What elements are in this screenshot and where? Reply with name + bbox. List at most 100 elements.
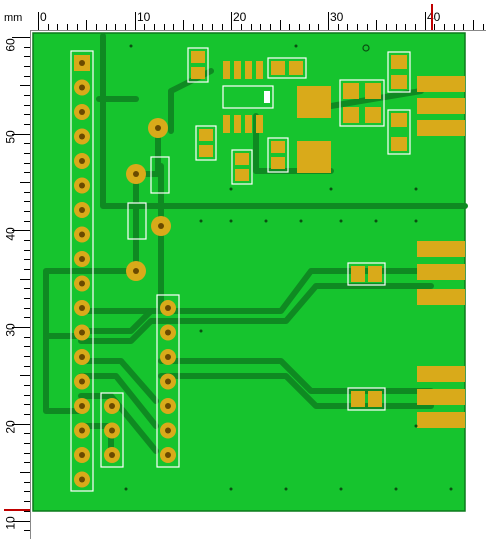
pad-edge-6	[417, 289, 465, 305]
cap-c6-b	[391, 137, 407, 151]
res-r7-b	[368, 391, 382, 407]
ruler-tick	[24, 404, 30, 406]
res-r5-b	[271, 157, 285, 169]
drill-hole-icon	[79, 354, 85, 360]
drill-hole-icon	[79, 133, 85, 140]
res-r3-b	[199, 145, 213, 157]
ruler-tick	[154, 24, 156, 30]
ruler-tick	[24, 153, 30, 155]
ruler-tick	[20, 278, 30, 280]
header-main[interactable]	[74, 55, 90, 488]
inductor-b	[297, 141, 331, 173]
trace-diag-3	[78, 393, 159, 454]
drill-hole-icon	[79, 329, 85, 336]
res-r3-a	[199, 129, 213, 141]
cap-c5-b	[391, 75, 407, 89]
ruler-tick	[96, 24, 98, 30]
header-mid-outline	[156, 294, 180, 468]
ruler-tick	[386, 24, 388, 30]
ruler-tick	[405, 24, 407, 30]
ruler-tick	[24, 452, 30, 454]
ruler-tick	[173, 24, 175, 30]
cursor-marker-vertical	[4, 509, 30, 511]
ruler-tick	[337, 24, 339, 30]
resistor-outline-2	[150, 156, 170, 194]
trace-loop-outer	[43, 268, 139, 339]
ruler-tick	[24, 56, 30, 58]
drill-hole-icon	[109, 452, 115, 458]
pad-edge-9	[417, 412, 465, 428]
connector-right-middle[interactable]	[417, 241, 465, 305]
pad-edge-7	[417, 366, 465, 382]
header-small[interactable]	[104, 398, 120, 463]
ruler-tick	[24, 66, 30, 67]
ruler-vertical[interactable]: 60 50 40 30 20 10	[0, 30, 31, 539]
ruler-tick	[24, 104, 30, 106]
ruler-tick	[453, 24, 455, 30]
cap-c6-a	[391, 113, 407, 127]
pcb-board-view[interactable]	[31, 31, 486, 539]
ruler-tick	[24, 510, 30, 512]
ruler-tick	[115, 24, 117, 30]
ruler-tick	[12, 520, 30, 522]
drill-hole-icon	[79, 378, 85, 385]
ruler-tick	[24, 336, 30, 338]
drill-hole-icon	[165, 305, 171, 311]
ruler-tick	[328, 12, 330, 30]
ruler-tick	[444, 24, 446, 30]
ruler-tick	[24, 211, 30, 213]
via-group[interactable]	[126, 118, 171, 281]
header-mid[interactable]	[160, 300, 176, 463]
ruler-tick	[231, 12, 233, 30]
ruler-tick	[241, 24, 243, 30]
ruler-tick	[24, 530, 30, 532]
ic-body-marker	[264, 91, 270, 103]
connector-right-top[interactable]	[417, 76, 465, 136]
smd-components[interactable]	[191, 51, 407, 407]
ruler-tick	[144, 24, 146, 30]
ruler-tick	[308, 24, 310, 30]
drill-hole-icon	[79, 452, 85, 458]
ruler-tick	[279, 20, 281, 30]
ruler-tick	[24, 433, 30, 435]
connector-right-bottom[interactable]	[417, 366, 465, 428]
pcb-canvas[interactable]	[31, 31, 486, 539]
drill-hole-icon	[79, 109, 85, 115]
pad-edge-8	[417, 389, 465, 405]
ruler-tick	[270, 24, 272, 30]
ruler-tick	[260, 24, 262, 30]
ruler-tick	[24, 385, 30, 387]
drill-hole-icon	[165, 452, 171, 458]
ic-pin-5	[223, 115, 230, 133]
ruler-tick	[24, 491, 30, 493]
res-r5-a	[271, 141, 285, 153]
ruler-tick	[20, 182, 30, 184]
drill-hole-icon	[79, 60, 85, 66]
header-main-outline	[70, 50, 94, 492]
ruler-tick	[250, 24, 252, 30]
ruler-tick	[24, 143, 30, 145]
cap-c3-b	[365, 83, 381, 99]
ruler-label-60: 60	[3, 38, 18, 52]
trace-connector-a2	[78, 283, 434, 344]
ruler-tick	[24, 162, 30, 164]
silkscreen-outlines	[187, 47, 411, 411]
drill-hole-icon	[109, 427, 115, 434]
pad-edge-4	[417, 241, 465, 257]
cap-c3-a	[343, 83, 359, 99]
ruler-tick	[24, 191, 30, 193]
ruler-tick	[12, 230, 30, 232]
header-small-outline	[100, 392, 124, 468]
drill-hole-icon	[109, 403, 115, 409]
ruler-horizontal[interactable]: mm 0 10 20 30 40	[0, 0, 486, 31]
ruler-tick	[434, 24, 436, 30]
ruler-tick	[463, 24, 465, 30]
ruler-tick	[20, 85, 30, 87]
cap-c1-a	[191, 51, 205, 63]
cap-c4-a	[343, 107, 359, 123]
ic-pin-4	[256, 61, 263, 79]
ruler-tick	[482, 24, 484, 30]
ruler-tick	[57, 24, 59, 30]
drill-hole-icon	[79, 476, 85, 483]
ruler-tick	[20, 472, 30, 474]
